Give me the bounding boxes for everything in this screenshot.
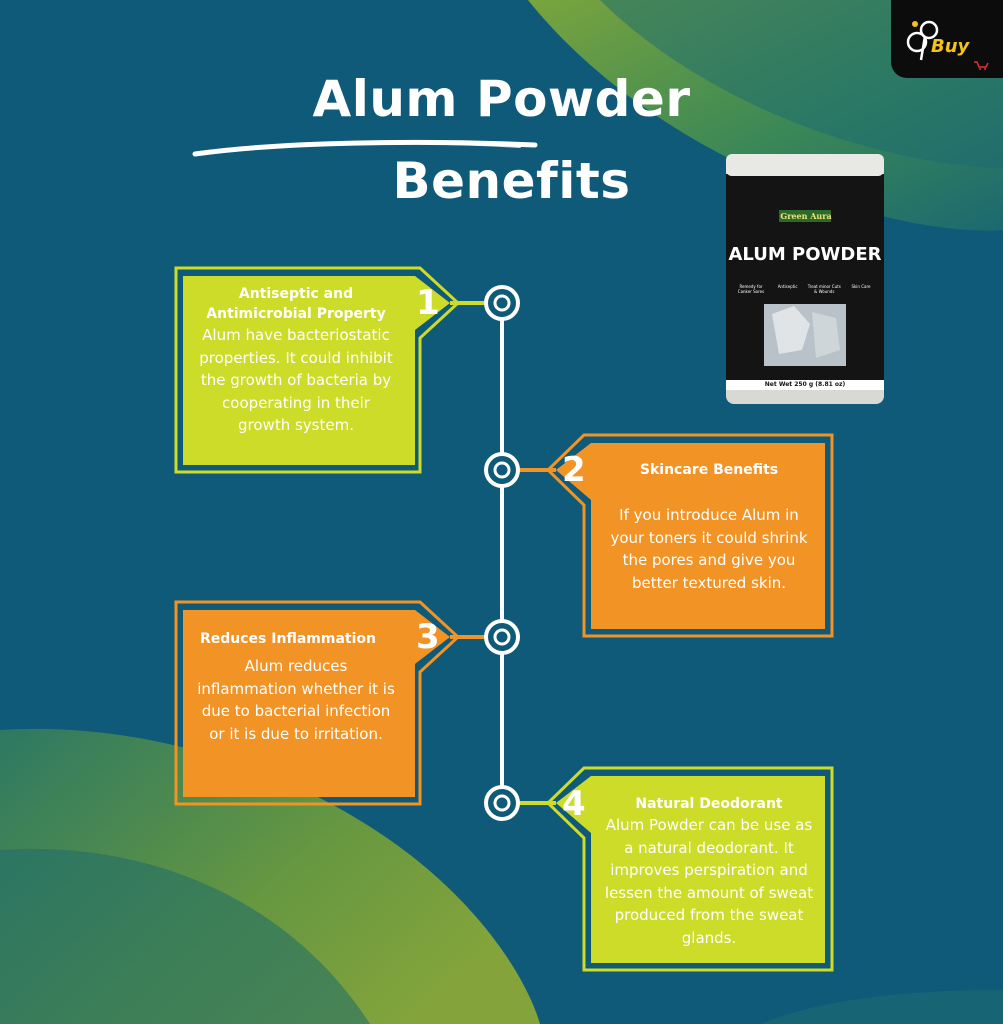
benefit-body: improves perspiration and — [610, 861, 808, 879]
product-feature: Treat minor Cuts & Wounds — [807, 284, 841, 294]
card-3-frame — [174, 600, 461, 806]
benefit-body: inflammation whether it is — [197, 679, 395, 698]
product-feature: Skin Care — [851, 284, 871, 289]
benefit-body: properties. It could inhibit — [199, 348, 393, 367]
product-feature: Antiseptic — [777, 284, 798, 289]
benefit-title: Antimicrobial Property — [206, 306, 386, 322]
benefit-body: lessen the amount of sweat — [604, 883, 814, 902]
card-1-panel — [183, 276, 450, 465]
benefit-title: Antiseptic and — [238, 286, 354, 302]
benefit-body: better textured skin. — [631, 573, 787, 592]
benefit-body: growth system. — [238, 416, 354, 434]
benefit-body: due to bacterial infection — [201, 702, 391, 720]
benefit-title: Skincare Benefits — [639, 462, 779, 478]
product-brand: Green Aura — [780, 211, 832, 221]
product-feature-list: Remedy for Canker Sores Antiseptic Treat… — [734, 284, 878, 294]
benefit-title: Reduces Inflammation — [200, 631, 376, 647]
benefit-body: Alum reduces — [244, 657, 348, 675]
benefit-body: a natural deodorant. It — [624, 838, 794, 857]
timeline-node-3 — [484, 619, 520, 655]
timeline-node-1 — [484, 285, 520, 321]
benefit-body: produced from the sweat — [614, 906, 804, 924]
benefit-card-1: Antiseptic and Antimicrobial Property Al… — [186, 284, 406, 437]
logo-text: Buy — [931, 36, 970, 57]
benefit-card-3: Reduces Inflammation Alum reduces inflam… — [186, 629, 406, 745]
brand-logo: Buy — [891, 0, 1003, 78]
page-title-line-2: Benefits — [392, 152, 631, 210]
timeline-node-2 — [484, 452, 520, 488]
card-4-panel — [556, 776, 825, 963]
benefit-body: cooperating in their — [222, 393, 370, 412]
benefit-body: Alum have bacteriostatic — [202, 326, 390, 344]
product-feature: Remedy for Canker Sores — [737, 284, 765, 294]
timeline-node-4 — [484, 785, 520, 821]
product-name: ALUM POWDER — [728, 244, 882, 265]
step-number-2: 2 — [562, 450, 586, 490]
benefit-body: If you introduce Alum in — [619, 506, 799, 524]
benefit-body: glands. — [681, 928, 737, 947]
card-2-panel — [556, 443, 825, 629]
product-net-weight: Net Wet 250 g (8.81 oz) — [764, 381, 846, 388]
benefit-body: or it is due to irritation. — [209, 724, 383, 743]
product-pack-image — [726, 154, 884, 404]
step-number-4: 4 — [562, 784, 586, 824]
card-1-frame — [174, 266, 461, 474]
benefit-body: the pores and give you — [622, 551, 796, 569]
benefit-card-4: Natural Deodorant Alum Powder can be use… — [594, 794, 824, 949]
page-title-line-1: Alum Powder — [312, 70, 691, 128]
benefit-card-2: Skincare Benefits If you introduce Alum … — [596, 460, 822, 594]
benefit-body: Alum Powder can be use as — [605, 816, 813, 834]
title-brush-stroke — [192, 139, 538, 157]
logo-mark-icon — [906, 20, 939, 61]
benefit-title: Natural Deodorant — [635, 796, 783, 812]
step-number-3: 3 — [416, 617, 440, 657]
cart-icon — [974, 61, 989, 70]
benefit-body: your toners it could shrink — [610, 528, 808, 547]
benefit-body: the growth of bacteria by — [200, 371, 392, 389]
step-number-1: 1 — [416, 283, 440, 323]
card-3-panel — [183, 610, 450, 797]
